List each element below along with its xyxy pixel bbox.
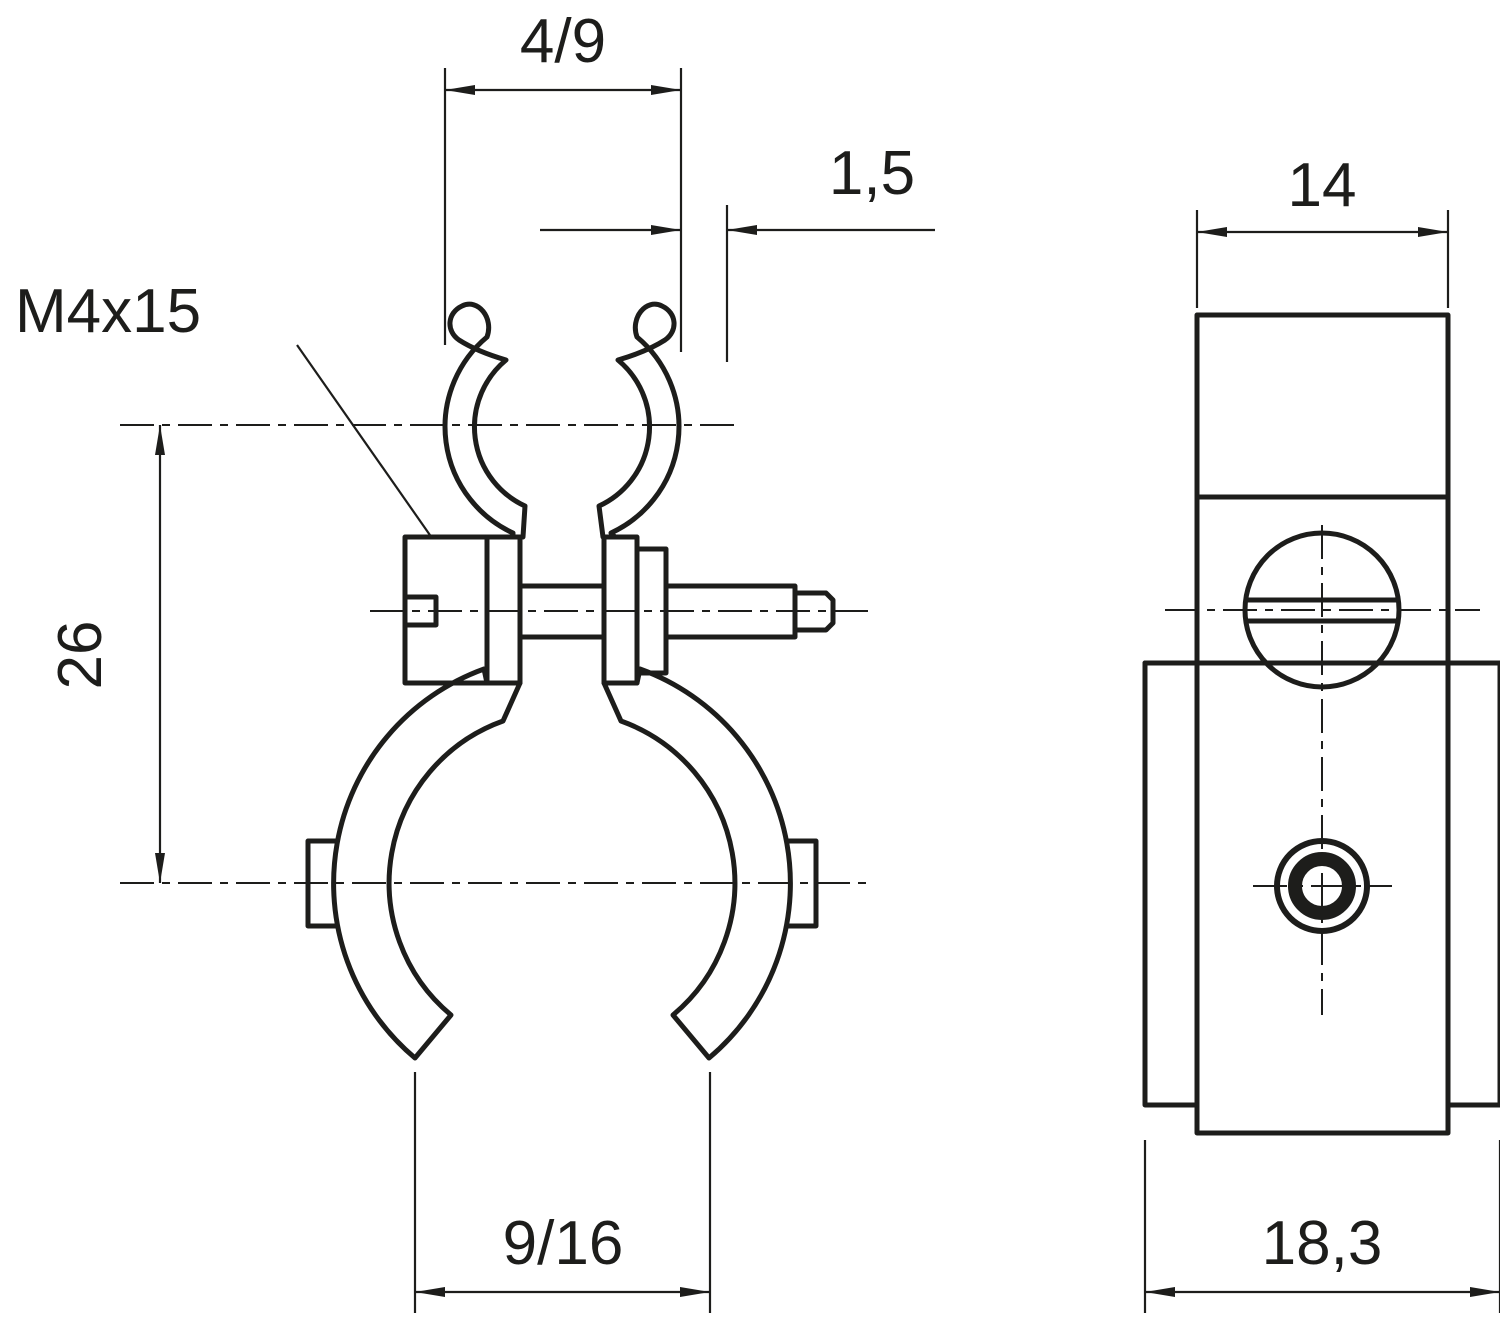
dimension-side-depth: 18,3 (1145, 1209, 1500, 1297)
top-clip-left-arm (442, 301, 528, 540)
screw-thread-tip (792, 590, 836, 633)
bottom-clip-left-tab (305, 838, 340, 929)
screw-head-slot (402, 594, 439, 628)
top-clip-right-arm (596, 301, 682, 540)
front-view (305, 301, 836, 1061)
side-left-flange (1142, 660, 1200, 1108)
dimension-center-distance: 26 (46, 425, 165, 883)
extension-lines (413, 68, 1500, 1313)
dim-label-side-depth: 18,3 (1262, 1209, 1383, 1278)
dim-label-bottom-gap: 9/16 (503, 1209, 624, 1278)
screw-shaft (517, 583, 798, 640)
leader-line (296, 344, 433, 539)
dimension-bottom-gap: 9/16 (415, 1209, 710, 1297)
dimension-top-gap: 4/9 (445, 7, 681, 95)
screw-washer (634, 546, 669, 676)
side-hole-outer (1274, 838, 1370, 934)
clamp-right-ear (601, 534, 640, 686)
bottom-clip-right-tab (784, 838, 819, 929)
centerlines (120, 424, 1480, 1015)
dimension-side-width: 14 (1197, 151, 1448, 237)
side-body (1194, 312, 1451, 1136)
side-hole-ring (1288, 852, 1356, 920)
side-right-flange (1445, 660, 1500, 1108)
side-view (1142, 312, 1500, 1136)
dim-label-tip-thickness: 1,5 (829, 139, 915, 208)
dimension-screw-spec: M4x15 (15, 277, 433, 539)
screw-head (402, 534, 523, 686)
dim-label-side-width: 14 (1288, 151, 1357, 220)
dim-label-center-distance: 26 (46, 621, 115, 690)
dimension-tip-thickness: 1,5 (540, 139, 935, 235)
side-screw-head-circle (1242, 530, 1402, 690)
bottom-clip-left-arm (331, 666, 523, 1061)
dim-label-screw-spec: M4x15 (15, 277, 201, 346)
dim-label-top-gap: 4/9 (520, 7, 606, 76)
side-screw-slot (1243, 597, 1401, 624)
bottom-clip-right-arm (601, 666, 793, 1061)
